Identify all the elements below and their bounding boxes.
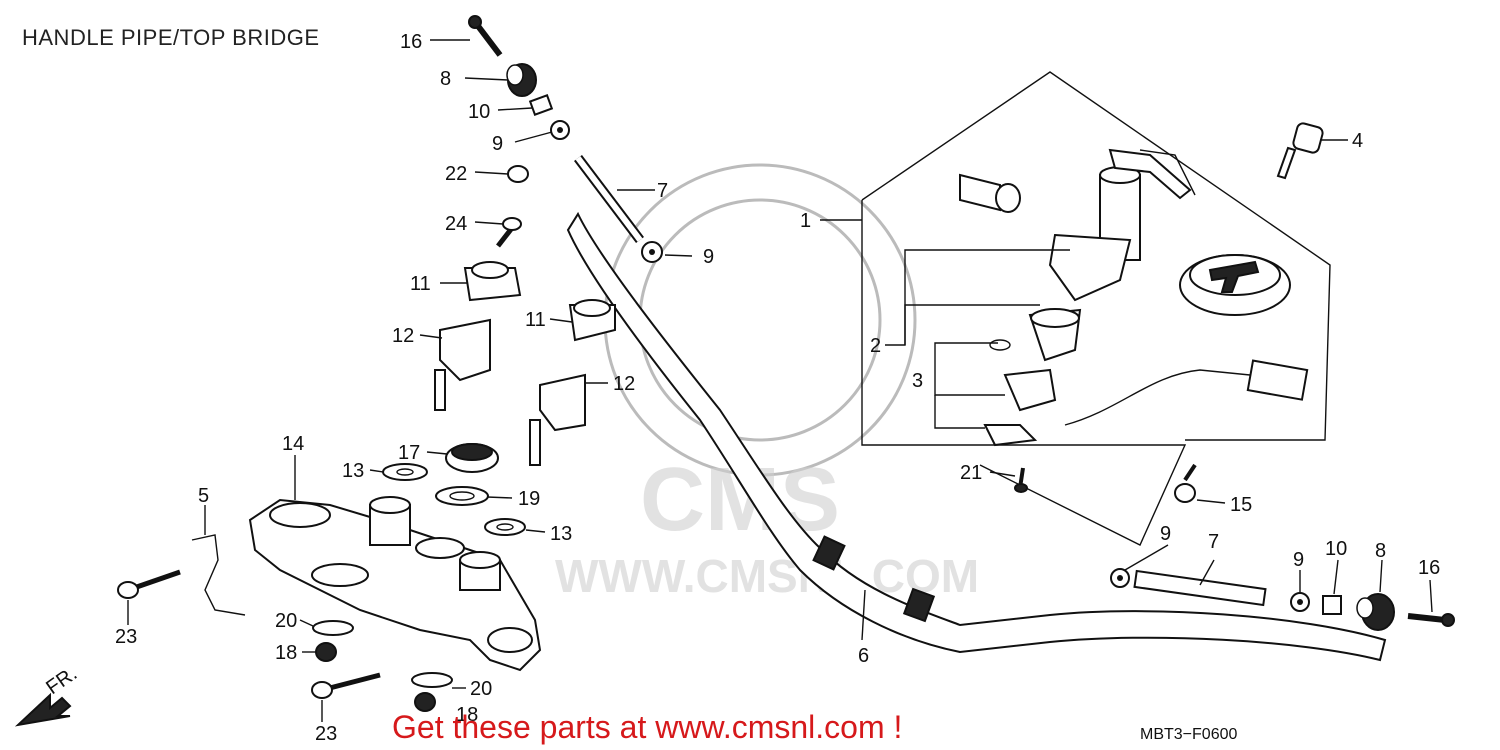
diagram-code: MBT3−F0600 (1140, 726, 1237, 743)
weight-8-right (1356, 593, 1395, 631)
callout-9-right-b: 9 (1293, 549, 1304, 571)
callout-labels: 16 8 10 9 22 24 7 9 11 11 12 12 14 17 13… (115, 31, 1440, 745)
rod-7-top (574, 154, 644, 244)
washer-9-mid (641, 241, 663, 263)
lower-holder-12-right (529, 373, 586, 466)
washer-20-bottom (411, 672, 453, 688)
bolt-16-top (468, 15, 503, 57)
callout-11-right: 11 (525, 309, 546, 331)
callout-18-left: 18 (275, 642, 297, 664)
promo-link[interactable]: Get these parts at www.cmsnl.com ! (392, 709, 902, 745)
callout-23-left: 23 (115, 626, 137, 648)
callout-5: 5 (198, 485, 209, 507)
callout-1: 1 (800, 210, 811, 232)
washer-13-right (484, 518, 526, 536)
fr-label: FR. (42, 663, 81, 700)
bolt-23-left (117, 569, 181, 599)
upper-holder-11-left (463, 261, 522, 302)
callout-13-right: 13 (550, 523, 572, 545)
callout-13-left: 13 (342, 460, 364, 482)
weight-8-top (506, 63, 537, 97)
lower-holder-12-left (434, 318, 491, 411)
watermark-url: WWW.CMSNL.COM (555, 550, 979, 602)
callout-14: 14 (282, 433, 304, 455)
callout-21: 21 (960, 462, 982, 484)
callout-23-bottom: 23 (315, 723, 337, 745)
nut-17 (445, 443, 499, 473)
washer-13-left (382, 463, 428, 481)
callout-8-top: 8 (440, 68, 451, 90)
grommet-22 (507, 165, 529, 183)
holder-10-top (528, 94, 554, 116)
callout-3: 3 (912, 370, 923, 392)
callout-24: 24 (445, 213, 467, 235)
key-4 (1276, 122, 1324, 180)
callout-7-right: 7 (1208, 531, 1219, 553)
callout-18-bottom: 18 (456, 704, 478, 726)
front-direction-arrow: FR. (14, 663, 81, 727)
callout-16-top: 16 (400, 31, 422, 53)
callout-2: 2 (870, 335, 881, 357)
bolt-24 (496, 217, 522, 248)
ignition-switch-assembly (861, 71, 1331, 546)
washer-20-left (312, 620, 354, 636)
leader-lines (127, 39, 1433, 722)
callout-19: 19 (518, 488, 540, 510)
callout-15: 15 (1230, 494, 1252, 516)
callout-10-right: 10 (1325, 538, 1347, 560)
callout-9-top: 9 (492, 133, 503, 155)
rod-7-right (1133, 569, 1267, 607)
bolt-16-right (1407, 613, 1455, 627)
callout-12-left: 12 (392, 325, 414, 347)
washer-9-right-a (1110, 568, 1130, 588)
callout-16-right: 16 (1418, 557, 1440, 579)
washer-9-top (550, 120, 570, 140)
callout-4: 4 (1352, 130, 1363, 152)
callout-6: 6 (858, 645, 869, 667)
bolt-23-bottom (311, 672, 381, 699)
callout-9-mid: 9 (703, 246, 714, 268)
bracket-5 (191, 534, 246, 616)
callout-9-right-a: 9 (1160, 523, 1171, 545)
top-bridge (248, 496, 542, 672)
screw-21 (1014, 467, 1028, 493)
washer-9-right-b (1290, 592, 1310, 612)
callout-20-left: 20 (275, 610, 297, 632)
holder-10-right (1322, 595, 1342, 615)
callout-22: 22 (445, 163, 467, 185)
nut-18-left (315, 642, 337, 662)
callout-7-top: 7 (657, 180, 668, 202)
callout-20-bottom: 20 (470, 678, 492, 700)
washer-19 (435, 486, 489, 506)
bolt-15 (1174, 463, 1197, 503)
callout-8-right: 8 (1375, 540, 1386, 562)
callout-17: 17 (398, 442, 420, 464)
nut-18-bottom (414, 692, 436, 712)
callout-12-right: 12 (613, 373, 635, 395)
handle-pipe (566, 211, 1387, 662)
callout-10-top: 10 (468, 101, 490, 123)
callout-11-left: 11 (410, 273, 431, 295)
diagram-title: HANDLE PIPE/TOP BRIDGE (22, 25, 320, 50)
upper-holder-11-right (568, 299, 616, 342)
